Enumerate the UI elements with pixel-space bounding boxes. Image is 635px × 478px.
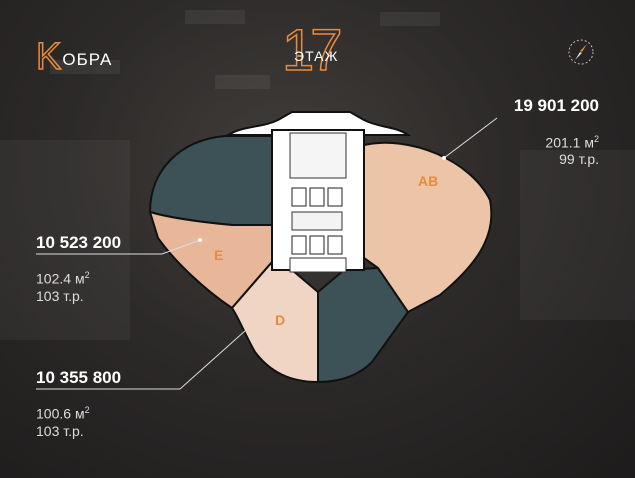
unit-d-price[interactable]: 10 355 800 [36,368,122,387]
unit-d-area-unit: м [74,405,85,422]
unit-d-label: D [275,312,285,328]
area-unit-exponent: 2 [84,270,90,280]
unit-ab-price-per-m: 99 т.р. [559,151,599,167]
unit-ab-area-value: 201.1 [545,134,581,151]
unit-top-left[interactable] [148,135,273,226]
unit-e-area: 102.4 м2 [36,266,90,289]
unit-e-area-value: 102.4 [36,270,72,287]
floor-number: 17 [281,18,343,83]
logo-letter: K [35,36,62,78]
brand-logo[interactable]: K ОБРА [35,36,113,78]
unit-e-area-unit: м [74,270,85,287]
unit-e-label: E [214,247,223,263]
stairwell [289,132,347,179]
floor-label: ЭТАЖ [294,48,339,64]
unit-ab-area: 201.1 м2 [545,130,599,153]
unit-ab-price[interactable]: 19 901 200 [513,96,599,115]
leader-dot [442,156,446,160]
leader-dot [198,238,202,242]
leader-e [36,239,201,255]
floor-indicator: 17 ЭТАЖ [281,21,362,82]
unit-ab-area-unit: м [584,134,594,151]
leader-d [36,329,247,390]
ceiling-light [380,12,440,26]
leader-ab [443,117,498,159]
ceiling-light [50,60,120,74]
unit-ab-label: AB [418,173,438,189]
unit-d-area: 100.6 м2 [36,401,90,424]
ceiling-light [185,10,245,24]
unit-e-price[interactable]: 10 523 200 [36,233,122,252]
compass-icon [568,39,594,65]
logo-text: ОБРА [62,50,113,69]
unit-d-area-value: 100.6 [36,405,72,422]
elevator-shafts [291,187,343,255]
unit-e-price-per-m: 103 т.р. [36,288,84,304]
background-window [520,150,635,320]
ceiling-light [215,75,270,89]
core-hall [291,211,343,231]
area-unit-exponent: 2 [84,405,90,415]
core-vestibule [289,257,347,273]
unit-d-price-per-m: 103 т.р. [36,423,84,439]
unit-ab[interactable] [363,141,493,314]
area-unit-exponent: 2 [593,134,599,144]
background-window [0,140,130,340]
